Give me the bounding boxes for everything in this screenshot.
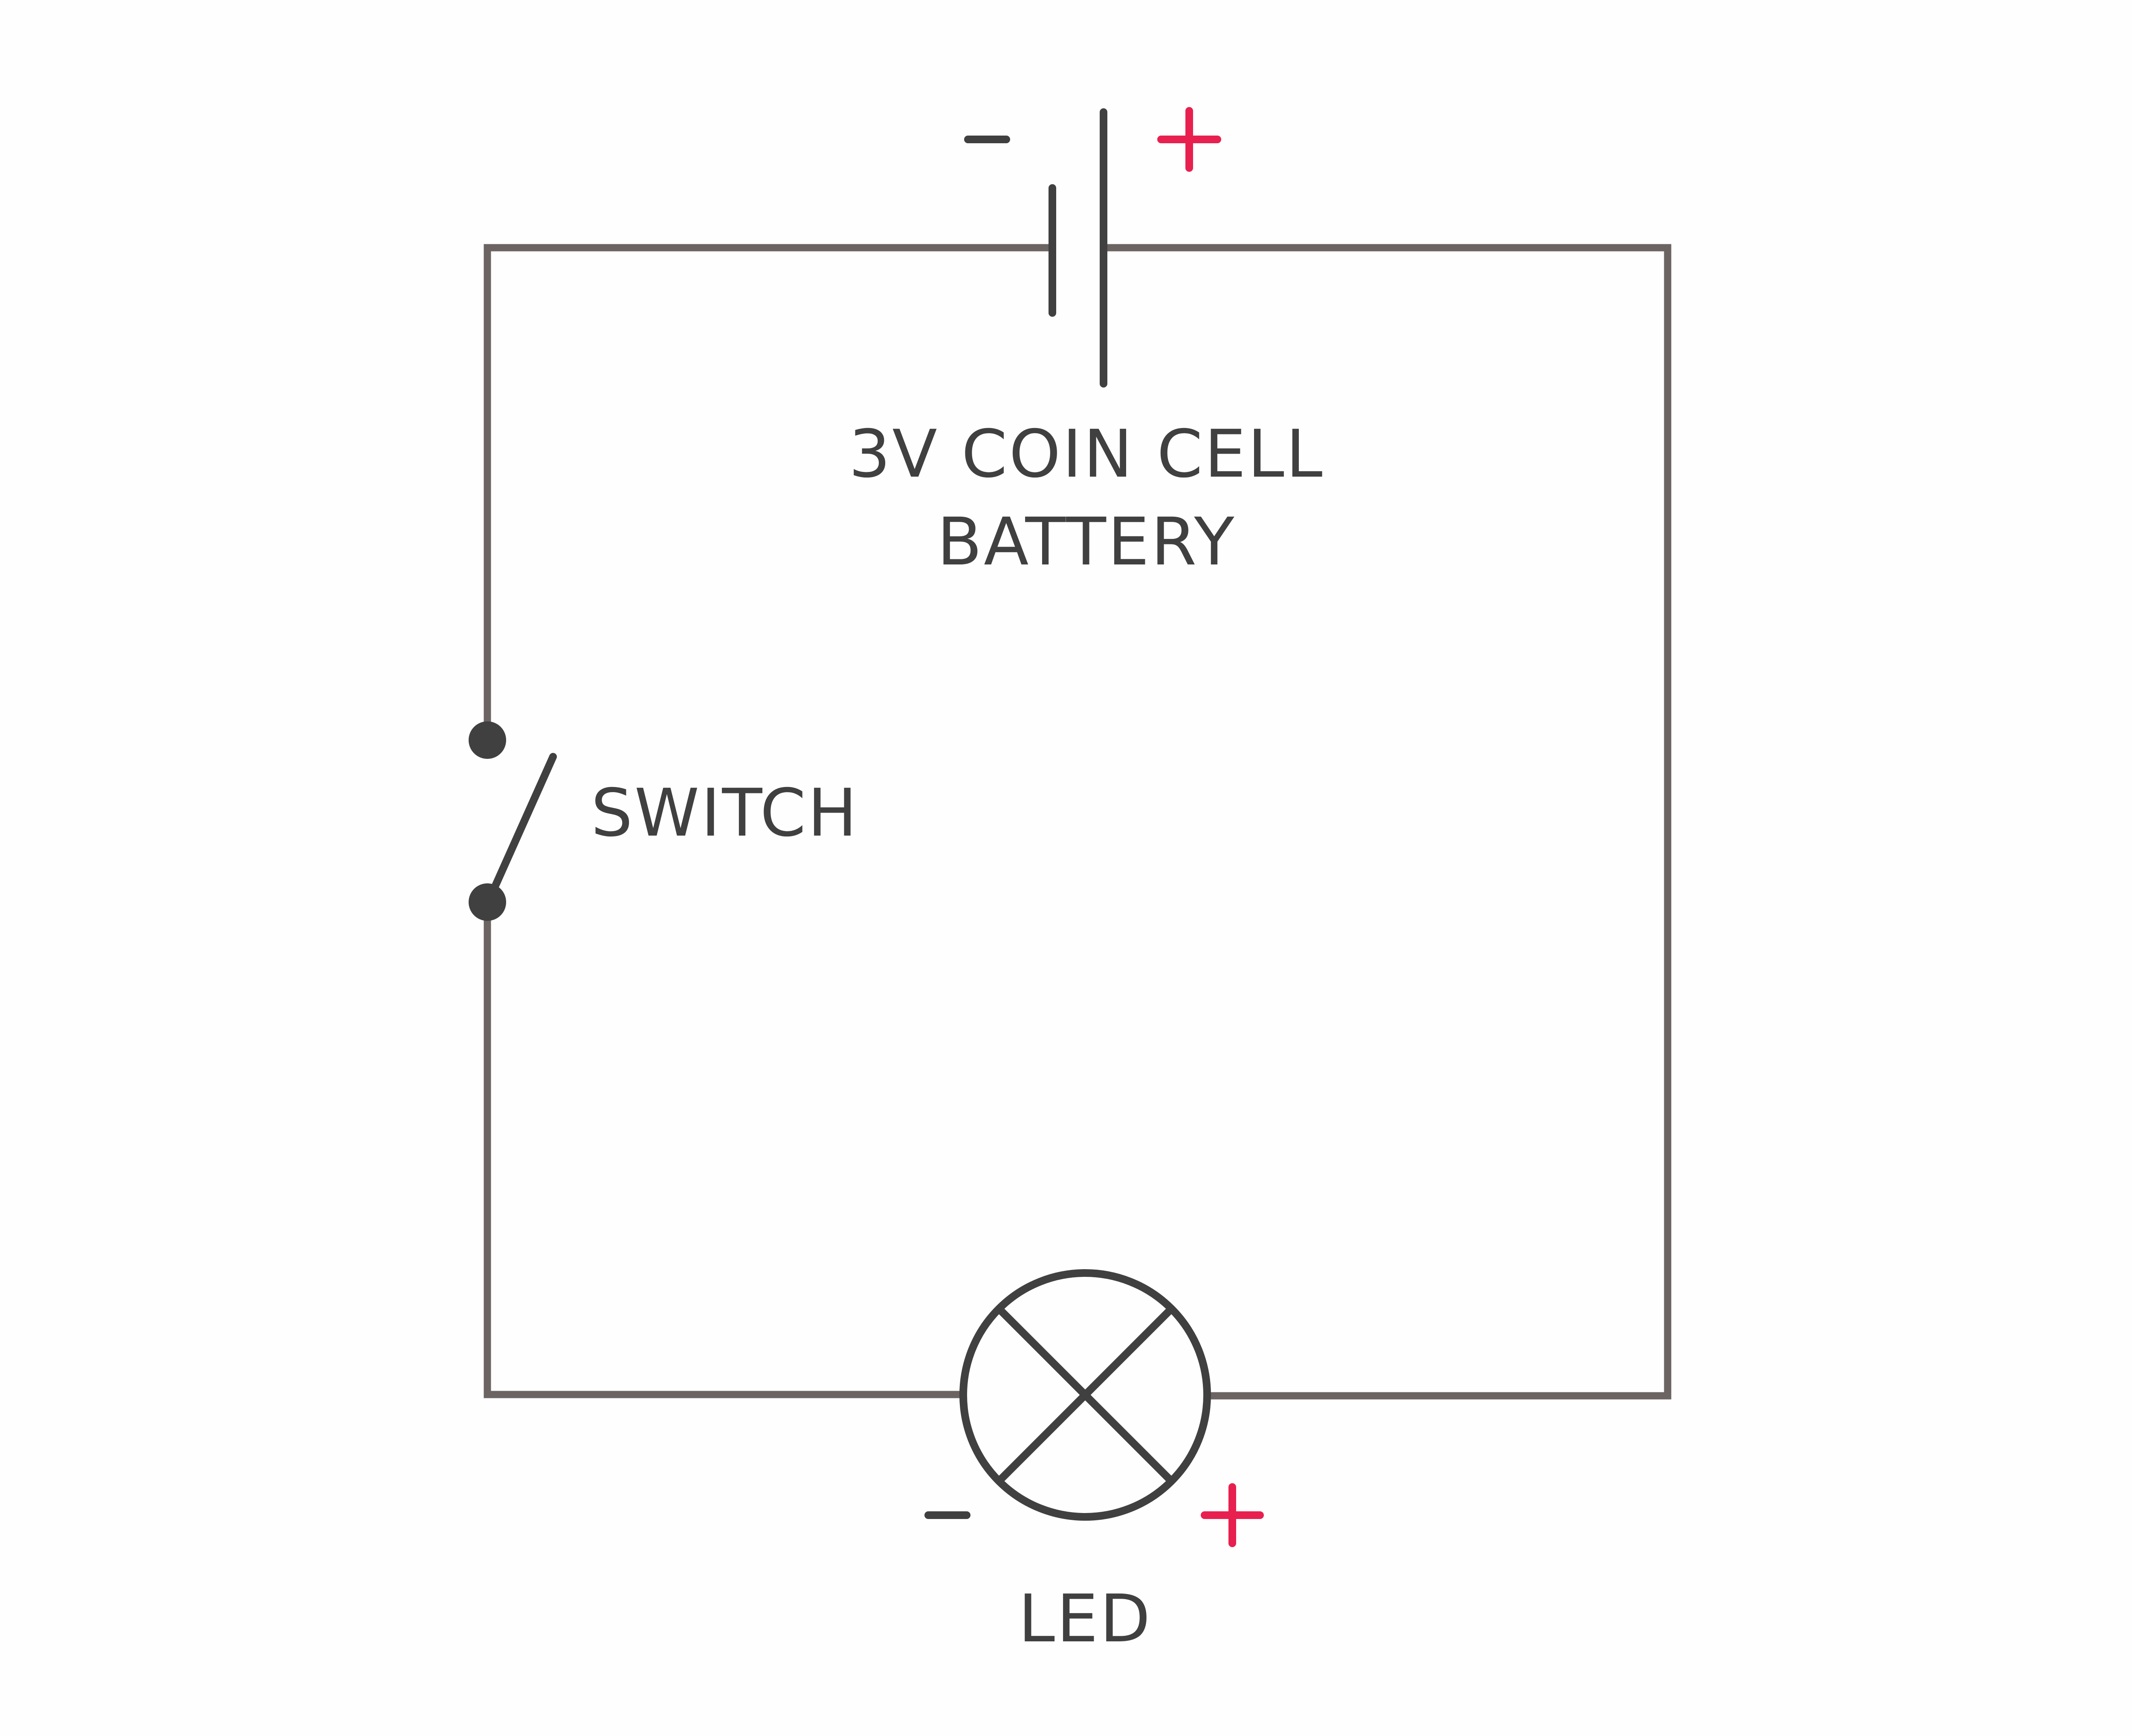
lamp-circle [959,1269,1211,1521]
lamp-cross-b [997,1307,1173,1483]
wire-top-left [484,244,1052,740]
battery-label-line1: 3V COIN CELL [849,416,1324,492]
switch-lever [490,753,557,893]
wire-top-right [1107,244,1671,1400]
switch-top-terminal [469,721,506,759]
switch-icon [469,721,557,921]
wire-bottom-left [484,902,963,1398]
battery-label-line2: BATTERY [937,504,1236,580]
switch-bottom-terminal [469,883,506,921]
battery-plus-icon [1157,107,1221,172]
lamp-icon [924,1269,1264,1547]
lamp-plus-icon [1201,1483,1264,1547]
led-label: LED [1018,1581,1152,1657]
switch-label: SWITCH [591,775,859,851]
battery-icon [964,107,1221,388]
wires [484,244,1671,1400]
